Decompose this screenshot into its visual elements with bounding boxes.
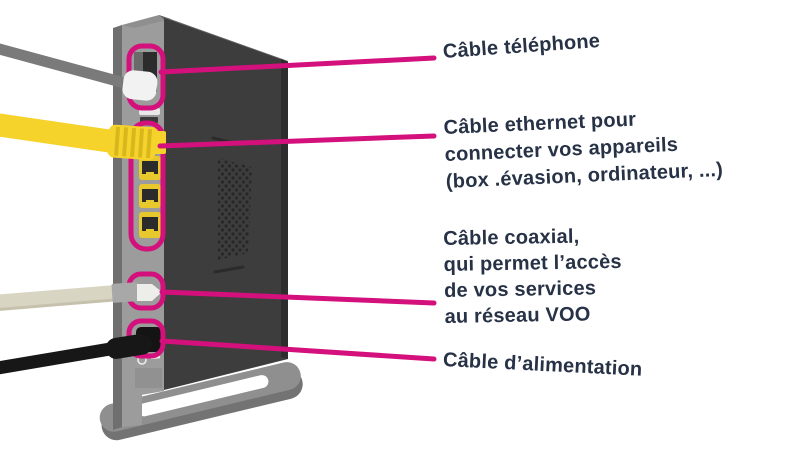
ethernet-connector-tip	[153, 131, 166, 154]
coaxial-cable-cord	[0, 285, 117, 311]
ethernet-port-3	[139, 184, 161, 208]
label-line: au réseau VOO	[444, 303, 591, 328]
ethernet-callout-line	[157, 133, 437, 149]
ethernet-cable-connector	[107, 124, 157, 161]
ventilation-grid	[218, 158, 252, 260]
ethernet-port-4	[139, 212, 161, 238]
label-coaxial-cable: Câble coaxial, qui permet l’accès de vos…	[443, 223, 623, 330]
label-ethernet-cable: Câble ethernet pour connecter vos appare…	[443, 103, 724, 196]
face-mark-bottom	[213, 265, 245, 274]
side-right-edge	[281, 59, 288, 359]
label-line: de vos services	[443, 277, 597, 302]
coaxial-cable-shade	[0, 298, 115, 311]
coaxial-connector-ferrule	[111, 282, 139, 303]
coaxial-callout-line	[159, 289, 437, 306]
power-callout-line	[159, 338, 437, 362]
coaxial-connector-tip	[137, 284, 162, 301]
power-cable-cord	[0, 340, 124, 375]
top-face	[122, 15, 171, 28]
device-stand	[99, 362, 303, 441]
label-line: qui permet l’accès	[443, 250, 622, 276]
power-cable-connector	[105, 333, 152, 359]
ethernet-port-2	[139, 156, 161, 180]
coaxial-cable	[0, 282, 162, 311]
ethernet-cable-cord	[0, 113, 118, 154]
label-line: Câble coaxial,	[443, 225, 580, 250]
panel-recess	[135, 368, 162, 388]
phone-cable	[0, 43, 158, 101]
ethernet-ports-ring	[128, 120, 166, 252]
stand-cutout	[137, 375, 269, 417]
phone-cable-cord	[0, 43, 130, 90]
phone-callout-line	[158, 55, 437, 75]
phone-cable-connector	[122, 70, 158, 101]
ethernet-cable	[0, 113, 166, 161]
power-cable	[0, 333, 152, 375]
callout-lines	[157, 55, 437, 362]
